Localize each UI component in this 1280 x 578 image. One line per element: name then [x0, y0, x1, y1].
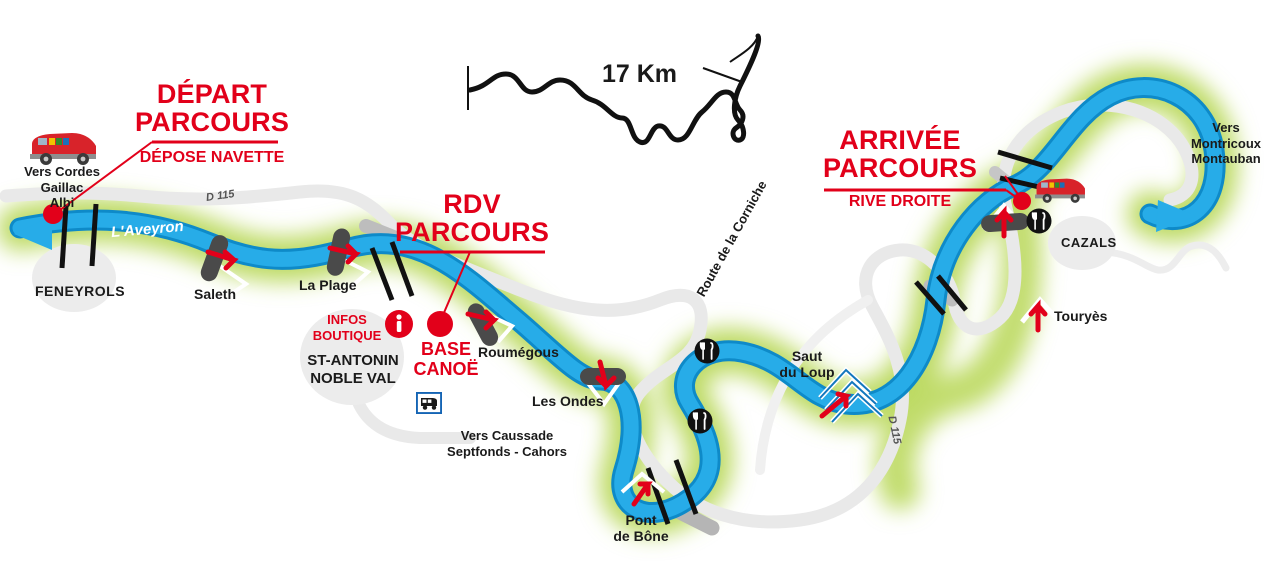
base-canoe-label: BASE CANOË	[413, 339, 479, 379]
rapid-pont-de-bone	[620, 471, 666, 507]
arrival-point-marker	[1013, 192, 1031, 210]
direction-label-montricoux: Vers Montricoux Montauban	[1190, 120, 1262, 167]
bridge-corniche-b	[936, 274, 968, 312]
bridge-arrivee-a	[997, 149, 1053, 171]
place-label-saut-du-loup: Saut du Loup	[779, 348, 835, 381]
rapid-markers	[200, 202, 1060, 507]
rapid-saut-du-loup	[818, 366, 884, 424]
place-label-pont-de-bone: Pont de Bône	[613, 512, 669, 545]
callout-depart-sub: DÉPOSE NAVETTE	[139, 148, 285, 166]
callout-arrivee: ARRIVÉE PARCOURS RIVE DROITE	[800, 126, 1000, 211]
shuttle-van-icon-arrivee	[1032, 176, 1088, 209]
restaurant-icon-2	[687, 408, 713, 439]
callout-arrivee-line2: PARCOURS	[822, 153, 978, 184]
rapid-roumegous	[465, 303, 516, 346]
rdv-point-marker	[427, 311, 453, 337]
callout-depart-line2: PARCOURS	[134, 107, 290, 138]
distance-profile-diagram	[467, 33, 762, 146]
bridge-pont-de-bone-b	[673, 459, 699, 515]
town-area-cazals	[1048, 216, 1116, 270]
place-label-la-plage: La Plage	[299, 277, 357, 293]
callout-arrivee-sub: RIVE DROITE	[848, 192, 952, 210]
town-label-st-antonin: ST-ANTONIN NOBLE VAL	[307, 352, 399, 387]
callout-arrivee-line1: ARRIVÉE	[839, 125, 961, 155]
callout-rdv-line1: RDV	[443, 189, 501, 219]
bus-stop-icon[interactable]	[415, 391, 443, 419]
town-area-st-antonin	[300, 309, 404, 405]
place-label-les-ondes: Les Ondes	[532, 393, 604, 409]
direction-label-caussade: Vers Caussade Septfonds - Cahors	[447, 428, 567, 459]
town-area-feneyrols	[32, 244, 116, 312]
distance-label: 17 Km	[602, 60, 678, 88]
rapid-arrivee	[981, 202, 1029, 239]
infos-boutique-label: INFOS BOUTIQUE	[312, 312, 382, 344]
flow-arrow-right	[1156, 200, 1196, 232]
rapid-la-plage	[326, 228, 372, 290]
callout-depart: DÉPART PARCOURS DÉPOSE NAVETTE	[122, 80, 302, 167]
rapid-saleth	[200, 235, 250, 298]
bridge-corniche-a	[914, 280, 946, 316]
direction-label-cordes: Vers Cordes Gaillac Albi	[24, 164, 100, 211]
bridge-feneyrols-b	[89, 203, 99, 267]
bridge-st-antonin-a	[369, 247, 395, 301]
place-label-roumegous: Roumégous	[478, 344, 559, 360]
callout-depart-line1: DÉPART	[156, 79, 268, 109]
rapid-les-ondes	[580, 359, 626, 408]
start-point-marker	[43, 204, 63, 224]
river-aveyron	[9, 77, 1226, 523]
callout-rdv: RDV PARCOURS	[382, 190, 562, 247]
town-label-cazals: CAZALS	[1061, 235, 1117, 250]
flow-arrow-left	[14, 216, 52, 250]
shuttle-van-icon-depart	[26, 130, 100, 171]
callout-rdv-line2: PARCOURS	[394, 217, 550, 248]
town-label-feneyrols: FENEYROLS	[35, 283, 126, 299]
restaurant-icon-3	[1026, 208, 1052, 239]
place-label-saleth: Saleth	[194, 286, 237, 302]
restaurant-icon-1	[694, 338, 720, 369]
town-areas	[32, 216, 1116, 405]
bridge-feneyrols-a	[59, 205, 69, 269]
rapid-tourys	[1020, 296, 1060, 333]
info-icon[interactable]	[384, 309, 414, 344]
callout-points	[43, 192, 1031, 337]
bridge-st-antonin-b	[389, 241, 415, 297]
bridge-pont-de-bone-a	[645, 467, 671, 525]
place-label-tourys: Touryès	[1054, 308, 1108, 324]
